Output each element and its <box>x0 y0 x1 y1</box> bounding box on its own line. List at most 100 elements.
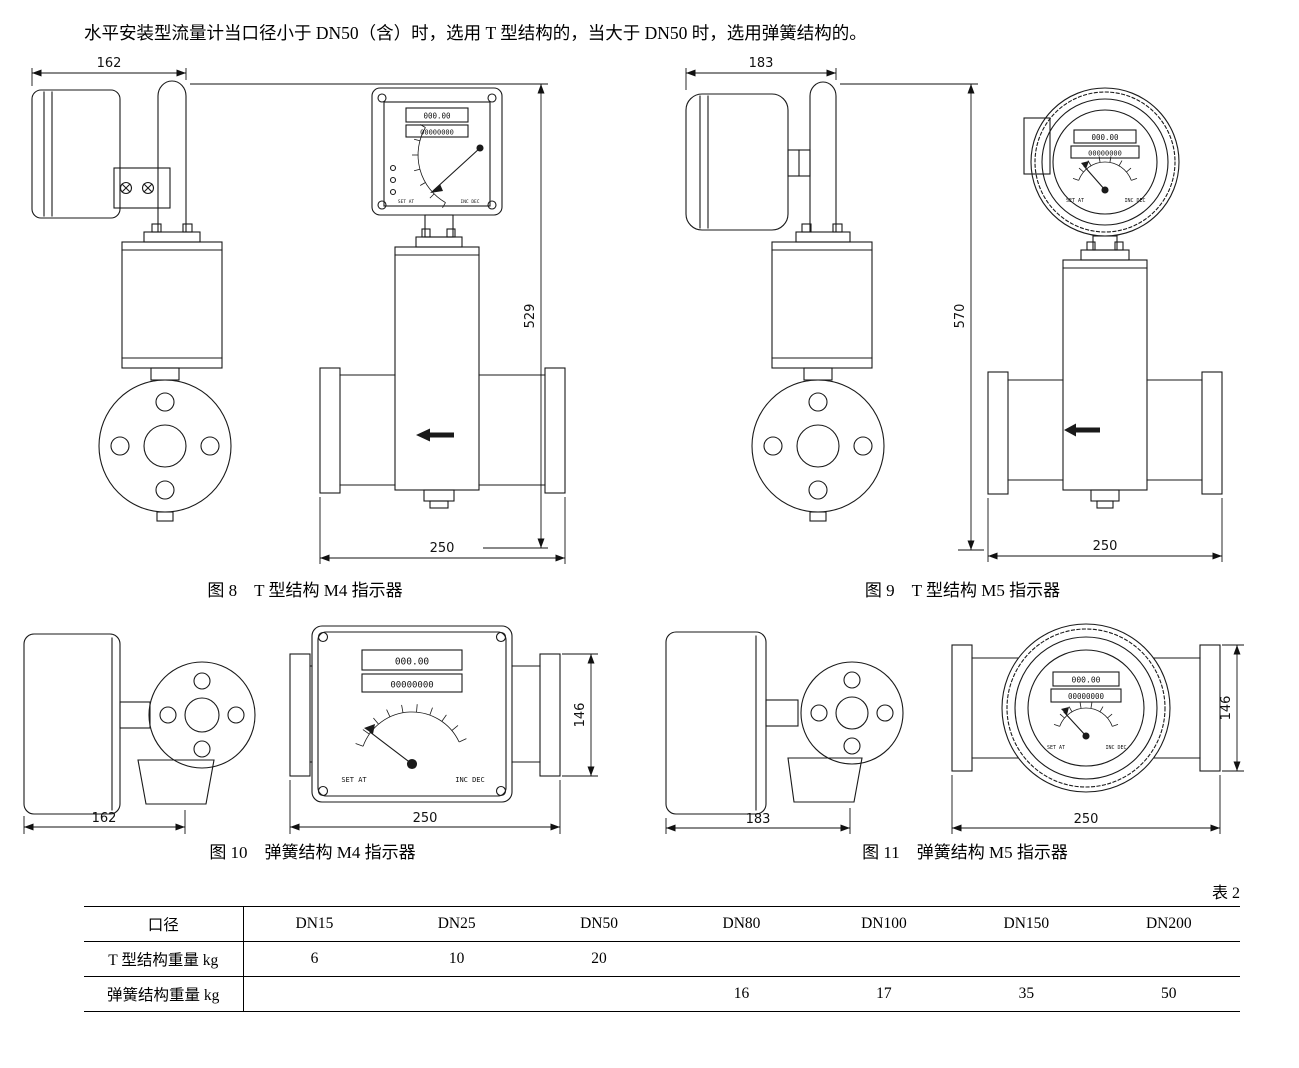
support-bracket <box>787 757 863 803</box>
left-flange <box>289 653 311 777</box>
fig8-caption: 图 8 T 型结构 M4 指示器 <box>207 581 403 600</box>
column-header-dn15: DN15 <box>295 915 334 932</box>
fig9-dim-top-width: 183 <box>749 56 774 71</box>
fig11-display-line1: 000.00 <box>1072 676 1101 685</box>
round-indicator <box>1001 623 1171 793</box>
left-flange <box>987 371 1009 495</box>
fig10-front-view <box>289 625 561 803</box>
meter-body-side <box>121 241 223 369</box>
fig11-display-line2: 00000000 <box>1068 692 1105 701</box>
totalizer-window <box>361 649 463 671</box>
fig10-caption: 图 10 弹簧结构 M4 指示器 <box>209 843 416 862</box>
fig11-dim-length: 250 <box>1074 812 1099 827</box>
table-cell: 35 <box>1018 985 1035 1002</box>
fig11-gauge-scale <box>1053 702 1119 727</box>
intro-text: 水平安装型流量计当口径小于 DN50（含）时，选用 T 型结构的，当大于 DN5… <box>84 22 867 43</box>
gauge-needle <box>1083 165 1106 191</box>
column-header-diameter: 口径 <box>84 906 244 942</box>
fig8-drawing: 000.00 00000000 SET AT INC DEC 162 529 2… <box>31 56 566 564</box>
dial-mount-tab <box>1023 117 1051 175</box>
fig11-caption: 图 11 弹簧结构 M5 指示器 <box>862 843 1068 862</box>
column-header-dn50: DN50 <box>580 915 618 932</box>
table-cell <box>385 977 527 1012</box>
fig10-display-line2: 00000000 <box>390 681 433 691</box>
weight-spec-table: 口径 DN15 DN25 DN50 DN80 DN100 DN150 DN200… <box>84 906 1240 1012</box>
totalizer-window <box>1052 671 1120 687</box>
indicator-housing-side <box>31 89 121 219</box>
indicator-box <box>371 87 503 216</box>
fig11-dim-side-width: 183 <box>746 812 771 827</box>
fig11-drawing: 000.00 00000000 SET AT INC DEC 183 146 2… <box>665 623 1244 834</box>
stand-pipe <box>119 701 151 729</box>
support-bracket <box>137 759 215 805</box>
stand-pipe <box>157 80 187 233</box>
table-cell: 6 <box>310 950 319 967</box>
indicator-housing-side <box>23 633 121 815</box>
fig10-display-line1: 000.00 <box>395 657 430 668</box>
fig9-dim-length: 250 <box>1093 539 1118 554</box>
row-label: 弹簧结构重量 kg <box>84 976 244 1012</box>
table-cell <box>1098 942 1240 977</box>
flange-face <box>98 379 232 513</box>
meter-body-front <box>394 246 480 491</box>
fig10-dimensions: 162 146 250 <box>23 653 598 834</box>
fig10-gauge-left-label: SET AT <box>341 776 367 784</box>
fig9-dim-height: 570 <box>953 304 968 329</box>
totalizer-window <box>1073 129 1137 144</box>
indicator-housing-side <box>665 631 767 815</box>
table-cell <box>670 942 812 977</box>
table-header-row: 口径 DN15 DN25 DN50 DN80 DN100 DN150 DN200 <box>84 906 1240 942</box>
table-cell <box>243 977 385 1012</box>
fig8-gauge-scale <box>412 124 446 208</box>
column-header-dn200: DN200 <box>1145 915 1192 932</box>
right-flange <box>1201 371 1223 495</box>
fig8-display-line2: 00000000 <box>420 129 454 137</box>
indicator-housing-side <box>685 93 789 231</box>
totalizer-window <box>405 107 469 123</box>
flow-direction-arrow-icon <box>1064 423 1100 437</box>
fig10-dim-side-width: 162 <box>92 811 117 826</box>
gauge-needle <box>1063 711 1087 737</box>
indicator-box <box>311 625 513 803</box>
fig9-drawing: 000.00 00000000 SET AT INC DEC 183 570 2… <box>685 56 1223 562</box>
fig8-dim-length: 250 <box>430 541 455 556</box>
table-cell <box>813 942 955 977</box>
fig11-side-view <box>665 631 904 815</box>
column-header-dn25: DN25 <box>437 915 476 932</box>
fig11-gauge-right-label: INC DEC <box>1105 745 1126 751</box>
fig8-front-view <box>319 87 566 509</box>
gauge-needle <box>369 731 413 765</box>
fig10-side-view <box>23 633 256 815</box>
mount-bracket <box>113 167 171 209</box>
fig8-gauge-left-label: SET AT <box>398 199 415 205</box>
table-cell: 20 <box>591 950 607 967</box>
fig9-display-line1: 000.00 <box>1091 133 1119 142</box>
fig8-dim-height: 529 <box>523 304 538 329</box>
fig10-dim-length: 250 <box>413 811 438 826</box>
fig10-gauge-scale <box>355 704 467 747</box>
stand-pipe <box>809 81 837 233</box>
fig9-display-line2: 00000000 <box>1088 150 1122 158</box>
stand-pipe <box>765 699 799 727</box>
column-header-dn150: DN150 <box>1003 915 1050 932</box>
table-label: 表 2 <box>1211 885 1240 902</box>
fig8-side-view <box>31 80 232 522</box>
fig11-dim-height: 146 <box>1219 696 1234 721</box>
fig11-gauge-left-label: SET AT <box>1047 745 1065 751</box>
fig8-dim-top-width: 162 <box>97 56 122 71</box>
flow-direction-arrow-icon <box>416 428 454 442</box>
fig10-gauge-right-label: INC DEC <box>455 776 485 784</box>
fig9-dimensions: 183 570 250 <box>685 56 1223 562</box>
flange-face <box>148 661 256 769</box>
table-cell <box>955 942 1097 977</box>
fig9-front-view <box>987 87 1223 509</box>
table-cell: 10 <box>448 950 465 967</box>
fig11-front-view <box>951 623 1221 793</box>
table-cell <box>528 977 670 1012</box>
right-flange <box>1199 644 1221 772</box>
fig9-gauge-right-label: INC DEC <box>1124 198 1145 204</box>
flange-face <box>751 379 885 513</box>
table-cell: 50 <box>1161 985 1177 1002</box>
fig9-gauge-scale <box>1072 156 1138 181</box>
